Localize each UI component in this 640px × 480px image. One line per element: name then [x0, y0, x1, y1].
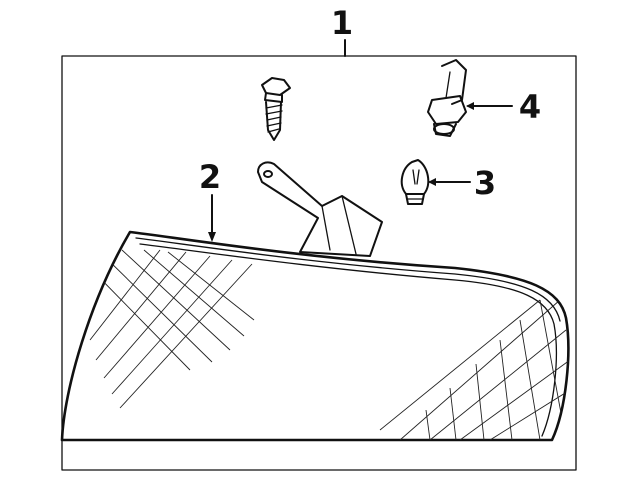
assembly-frame	[61, 55, 577, 471]
callout-1: 1	[331, 4, 353, 57]
callout-2-label: 2	[199, 158, 221, 196]
lens-housing	[60, 230, 570, 442]
lens-hatch-right	[379, 299, 569, 440]
screw-icon	[261, 77, 291, 141]
mounting-bracket	[257, 161, 383, 257]
lens-hatch-left	[89, 249, 255, 409]
bulb-icon	[400, 159, 430, 205]
callout-4-label: 4	[519, 88, 541, 126]
callout-2: 2	[199, 158, 221, 242]
callout-3-label: 3	[474, 164, 496, 202]
bulb-socket-icon	[427, 59, 467, 137]
callout-4: 4	[466, 88, 541, 126]
callout-3: 3	[428, 164, 496, 202]
callout-1-label: 1	[331, 4, 353, 42]
